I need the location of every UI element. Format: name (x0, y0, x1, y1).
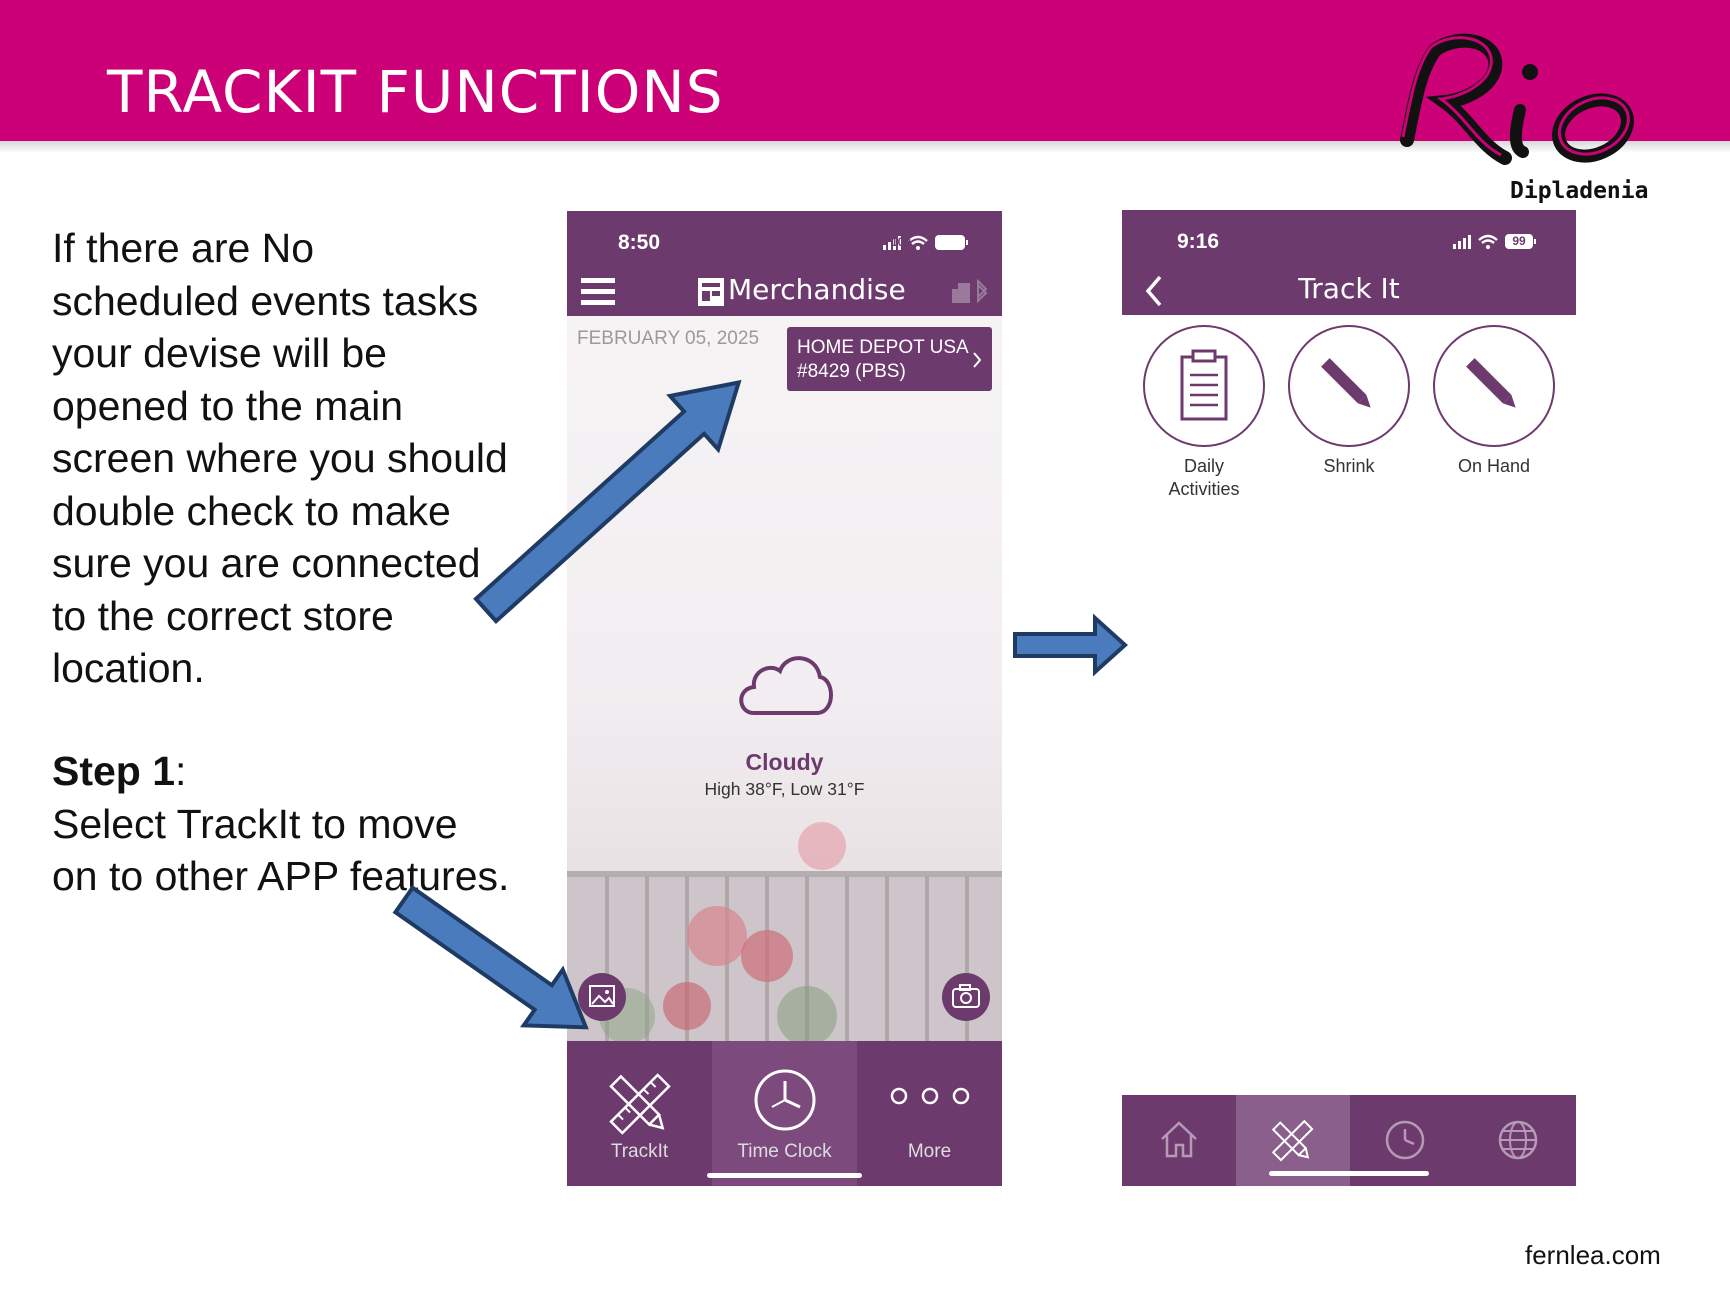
phone-trackit-screen: 9:16 99 Track It Daily Activities (1122, 210, 1576, 1186)
header-banner (0, 0, 1730, 141)
app-header: 8:50 100 Merchandise (567, 211, 1002, 316)
step-text: Select TrackIt to move on to other APP f… (52, 800, 510, 900)
tab-trackit[interactable]: TrackIt (567, 1041, 712, 1186)
store-icon (698, 278, 724, 306)
tile-circle (1143, 325, 1265, 447)
bluetooth-printer-icon[interactable] (952, 279, 992, 307)
tile-label: Daily Activities (1139, 455, 1269, 501)
step-colon: : (175, 748, 187, 794)
weather-temps: High 38°F, Low 31°F (704, 779, 865, 799)
camera-button[interactable] (942, 973, 990, 1021)
tab-active-bg (1236, 1095, 1350, 1186)
banner-shadow (0, 141, 1730, 153)
ruler-pencil-icon (609, 1073, 671, 1135)
tab-time-clock[interactable]: Time Clock (712, 1041, 857, 1186)
hamburger-menu-icon[interactable] (581, 276, 617, 308)
app-header: 9:16 99 Track It (1122, 210, 1576, 315)
gallery-button[interactable] (578, 973, 626, 1021)
tile-label-line2: Activities (1168, 479, 1240, 499)
tile-label: On Hand (1457, 456, 1531, 476)
store-number: #8429 (PBS) (797, 361, 906, 382)
globe-icon[interactable] (1497, 1119, 1539, 1161)
battery-level: 99 (1512, 234, 1526, 248)
battery-level: 100 (890, 235, 912, 249)
date-label: FEBRUARY 05, 2025 (577, 328, 760, 349)
tab-active-bg (712, 1041, 857, 1186)
tab-more-label: More (907, 1141, 952, 1162)
logo-subtitle: Dipladenia (1510, 178, 1649, 204)
tile-daily-activities[interactable]: Daily Activities (1143, 325, 1283, 510)
arrow-to-next-screen (1013, 613, 1128, 677)
tab-more[interactable]: More (857, 1041, 1002, 1186)
phone-main-screen: 8:50 100 Merchandise FEBRUARY 05, 2025 H… (567, 211, 1002, 1186)
status-time: 8:50 (618, 231, 661, 254)
home-indicator (1269, 1171, 1429, 1176)
rio-logo (1400, 33, 1634, 165)
status-icons (1453, 234, 1536, 249)
camera-icon (952, 984, 980, 1008)
background-photo (567, 316, 1002, 1051)
chevron-right-icon (973, 352, 982, 368)
clock-icon[interactable] (1384, 1119, 1426, 1161)
tab-time-clock-label: Time Clock (737, 1141, 832, 1162)
tile-shrink[interactable]: Shrink (1288, 325, 1428, 510)
tile-circle (1288, 325, 1410, 447)
weather-condition: Cloudy (745, 749, 824, 775)
pencil-icon (1321, 358, 1371, 408)
more-dots-icon (890, 1087, 970, 1105)
app-title: Merchandise (728, 273, 906, 306)
step-label: Step 1 (52, 748, 176, 794)
status-time: 9:16 (1177, 230, 1220, 253)
cloud-icon (739, 656, 833, 715)
intro-paragraph: If there are No scheduled events tasks y… (52, 225, 508, 691)
bottom-tab-bar (1122, 1095, 1576, 1186)
home-icon[interactable] (1158, 1119, 1200, 1159)
step-block: Step 1: Select TrackIt to move on to oth… (52, 745, 512, 903)
clock-icon (754, 1069, 816, 1131)
status-icons (883, 235, 968, 250)
back-chevron-icon[interactable] (1144, 274, 1164, 308)
tile-label-line1: Daily (1183, 456, 1224, 476)
store-location-button[interactable]: HOME DEPOT USA #8429 (PBS) (787, 327, 992, 391)
bottom-tab-bar: TrackIt Time Clock More (567, 1041, 1002, 1186)
tile-label: Shrink (1323, 456, 1375, 476)
clipboard-icon (1180, 349, 1228, 421)
image-icon (589, 985, 615, 1007)
home-indicator (707, 1173, 862, 1178)
screen-title: Track It (1298, 272, 1400, 305)
pencil-icon (1466, 358, 1516, 408)
store-name: HOME DEPOT USA (797, 337, 969, 358)
tab-trackit-label: TrackIt (610, 1141, 669, 1162)
footer-website: fernlea.com (1525, 1240, 1661, 1270)
ruler-pencil-icon[interactable] (1269, 1117, 1317, 1165)
slide-title: TRACKIT FUNCTIONS (107, 58, 724, 126)
tile-on-hand[interactable]: On Hand (1433, 325, 1573, 510)
tile-circle (1433, 325, 1555, 447)
flower-photo (567, 822, 1002, 1051)
